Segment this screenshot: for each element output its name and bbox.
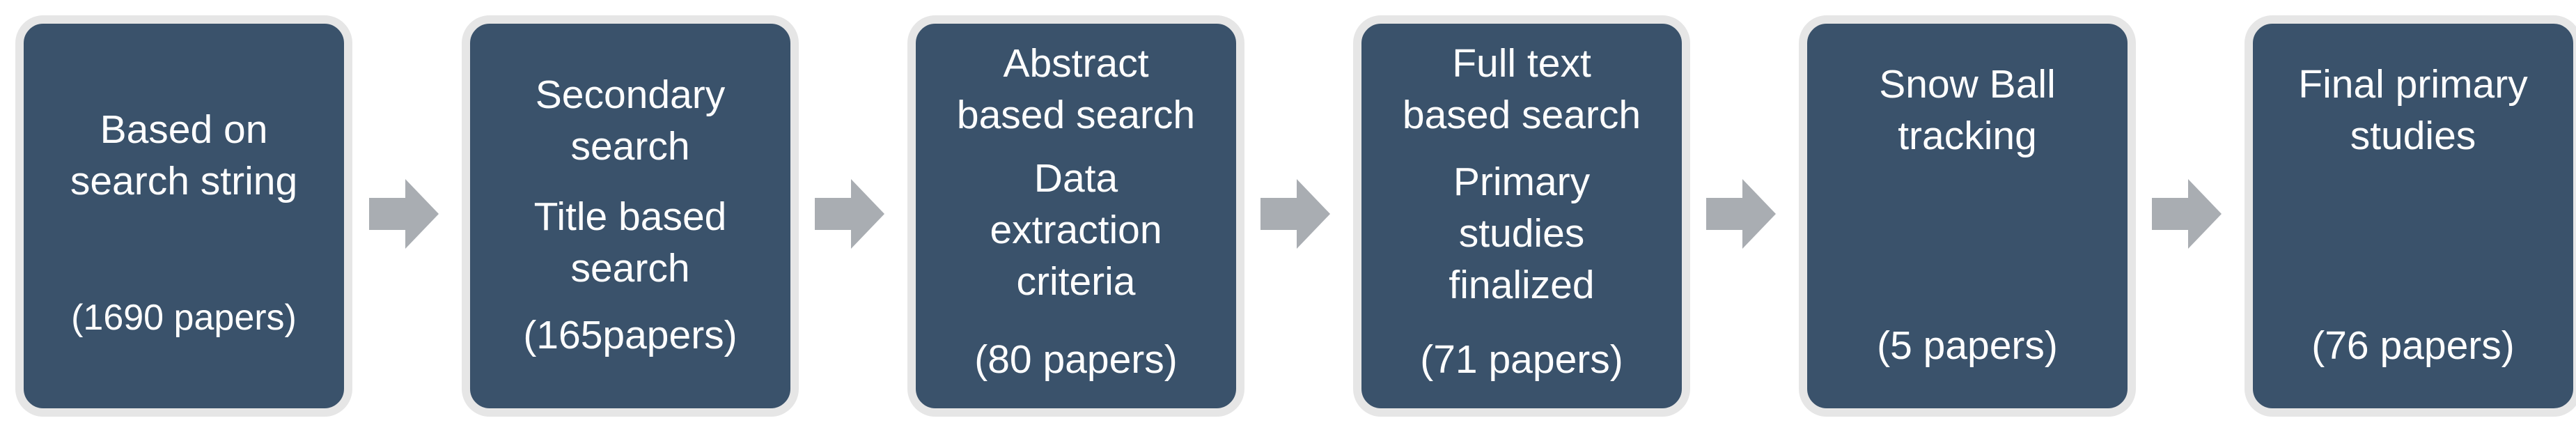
step-detail: Data extraction criteria [990,156,1162,304]
step-count: (5 papers) [1877,323,2058,368]
step-box-final-primary-studies: Final primary studies (76 papers) [2245,15,2576,417]
step-heading: Based on search string [70,107,298,203]
arrow-right-icon [2152,179,2222,249]
step-count: (80 papers) [974,337,1178,382]
step-heading: Final primary studies [2298,62,2528,158]
step-box-snowball-tracking: Snow Ball tracking (5 papers) [1799,15,2136,417]
step-box-search-string: Based on search string (1690 papers) [15,15,352,417]
arrow-right-icon [369,179,439,249]
step-heading: Secondary search [535,72,726,169]
arrow-right-icon [1260,179,1330,249]
step-heading: Snow Ball tracking [1879,62,2056,158]
arrow-right-icon [815,179,884,249]
step-count: (76 papers) [2311,323,2515,368]
arrow-right-icon [1706,179,1776,249]
step-count: (165papers) [523,313,737,357]
step-detail: Primary studies finalized [1449,160,1595,307]
step-heading: Abstract based search [956,41,1196,137]
step-box-secondary-search: Secondary search Title based search (165… [462,15,799,417]
step-box-full-text-search: Full text based search Primary studies f… [1353,15,1690,417]
step-count: (1690 papers) [71,298,297,338]
step-detail: Title based search [533,194,727,291]
step-box-abstract-search: Abstract based search Data extraction cr… [907,15,1244,417]
step-heading: Full text based search [1402,41,1641,137]
step-count: (71 papers) [1420,337,1623,382]
